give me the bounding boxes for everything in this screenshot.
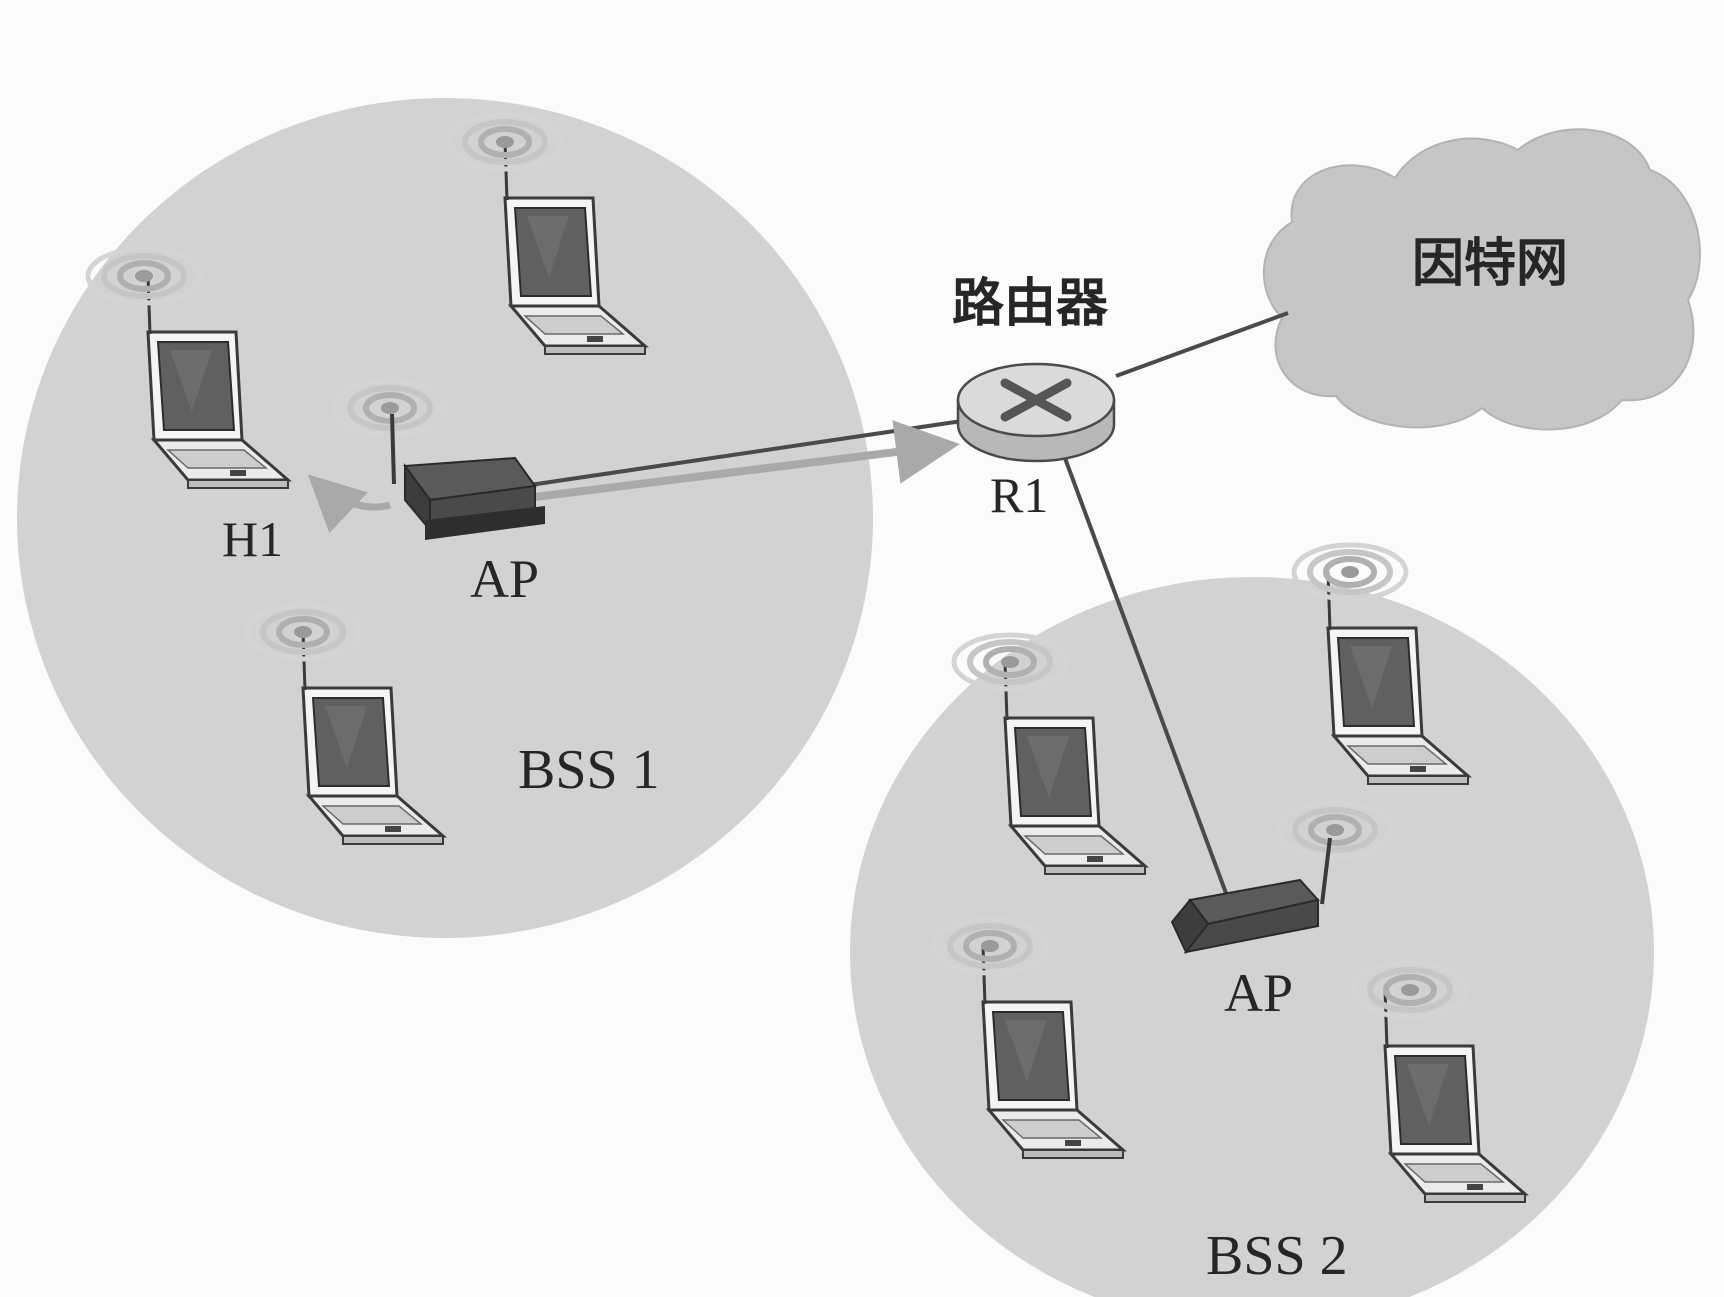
wireless-signal-icon [334, 381, 446, 435]
wireless-signal-icon [247, 605, 359, 659]
wireless-signal-icon [1294, 545, 1406, 599]
internet-label: 因特网 [1412, 238, 1568, 290]
wireless-signal-icon [1354, 963, 1466, 1017]
router-label: 路由器 [952, 278, 1108, 330]
ap-bss2-label: AP [1224, 966, 1293, 1020]
wireless-signal-icon [954, 635, 1066, 689]
wireless-signal-icon [1279, 803, 1391, 857]
link-router-internet [1116, 313, 1288, 376]
ap-bss1-label: AP [470, 552, 539, 606]
router-icon [958, 364, 1114, 461]
host-h1-label: H1 [222, 514, 283, 564]
wireless-signal-icon [88, 249, 200, 303]
bss1-label: BSS 1 [518, 742, 660, 798]
wireless-signal-icon [449, 115, 561, 169]
bss2-label: BSS 2 [1206, 1228, 1348, 1284]
router-id-label: R1 [990, 470, 1048, 520]
wireless-signal-icon [934, 919, 1046, 973]
